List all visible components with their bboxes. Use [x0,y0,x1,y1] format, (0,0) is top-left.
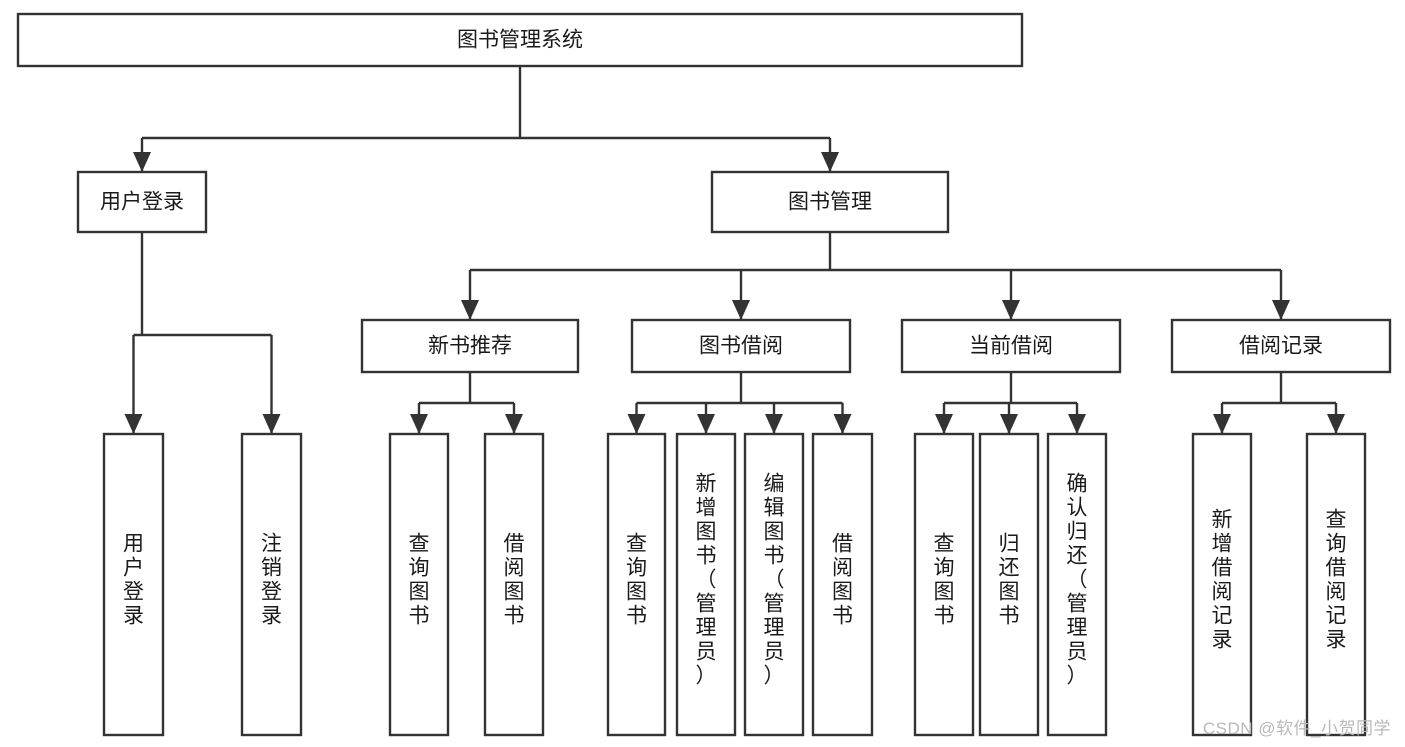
node-book-borrow-label: 图书借阅 [699,335,783,358]
node-book-manage[interactable]: 图书管理 [710,170,950,234]
arrow-down-icon-leaf-add-book [697,414,715,434]
arrow-down-icon-leaf-query-record [1327,414,1345,434]
node-leaf-borrow-book-1-rect [483,432,545,737]
node-new-book-recommend-label: 新书推荐 [428,335,512,358]
arrow-down-icon-leaf-edit-book [765,414,783,434]
node-borrow-record[interactable]: 借阅记录 [1170,318,1392,374]
arrow-down-icon-book-manage [821,152,839,172]
node-borrow-record-rect [1170,318,1392,374]
arrow-down-icon-leaf-return-book [1000,414,1018,434]
node-leaf-query-book-1[interactable]: 查询图书 [388,432,450,737]
node-leaf-query-book-2-rect [606,432,667,737]
arrow-down-icon-leaf-confirm-return [1068,414,1086,434]
node-root-label: 图书管理系统 [457,29,583,52]
node-leaf-add-book[interactable]: 新增图书（管理员） [675,432,737,737]
node-leaf-edit-book[interactable]: 编辑图书（管理员） [743,432,805,737]
csdn-watermark: CSDN @软件_小贺同学 [1202,719,1391,738]
arrow-down-icon-borrow-record [1272,300,1290,320]
node-leaf-edit-book-rect [743,432,805,737]
node-leaf-query-book-3[interactable]: 查询图书 [913,432,975,737]
node-book-manage-label: 图书管理 [788,191,872,214]
node-leaf-user-login[interactable]: 用户登录 [102,432,165,737]
node-leaf-user-logout-label: 注销登录 [261,533,282,628]
arrow-down-icon-leaf-query-book-1 [410,414,428,434]
node-current-borrow-label: 当前借阅 [969,335,1053,358]
node-leaf-confirm-return[interactable]: 确认归还（管理员） [1046,432,1108,737]
node-leaf-edit-book-label: 编辑图书（管理员） [764,473,785,688]
node-leaf-query-book-2-label: 查询图书 [626,533,647,628]
node-leaf-query-book-2[interactable]: 查询图书 [606,432,667,737]
node-leaf-add-book-label: 新增图书（管理员） [696,473,717,688]
node-leaf-query-record-rect [1305,432,1367,737]
node-book-manage-rect [710,170,950,234]
node-book-borrow-rect [630,318,852,374]
arrow-down-icon-leaf-borrow-book-2 [833,414,852,434]
arrow-down-icon-leaf-user-login [124,414,143,434]
node-leaf-confirm-return-rect [1046,432,1108,737]
node-book-borrow[interactable]: 图书借阅 [630,318,852,374]
node-new-book-recommend-rect [360,318,580,374]
node-leaf-user-login-label: 用户登录 [123,533,144,628]
node-leaf-query-book-3-rect [913,432,975,737]
node-leaf-query-book-3-label: 查询图书 [934,533,955,628]
arrow-down-icon-leaf-add-record [1213,414,1231,434]
node-leaf-query-book-1-rect [388,432,450,737]
node-leaf-user-logout[interactable]: 注销登录 [240,432,303,737]
node-user-login-label: 用户登录 [100,191,184,214]
node-leaf-add-record-rect [1191,432,1253,737]
node-leaf-add-record[interactable]: 新增借阅记录 [1191,432,1253,737]
node-leaf-borrow-book-2-rect [811,432,874,737]
node-leaf-return-book-rect [978,432,1040,737]
arrow-down-icon-leaf-borrow-book-1 [505,414,523,434]
node-leaf-query-record-label: 查询借阅记录 [1326,509,1347,652]
node-boxes: 图书管理系统用户登录图书管理新书推荐图书借阅当前借阅借阅记录用户登录注销登录查询… [16,12,1392,737]
node-leaf-user-logout-rect [240,432,303,737]
node-leaf-borrow-book-1-label: 借阅图书 [504,533,525,628]
node-user-login[interactable]: 用户登录 [76,170,208,234]
node-leaf-query-book-1-label: 查询图书 [409,533,430,628]
node-leaf-add-record-label: 新增借阅记录 [1212,509,1233,652]
node-leaf-return-book-label: 归还图书 [999,533,1020,628]
arrow-down-icon-user-login [133,152,151,172]
node-leaf-add-book-rect [675,432,737,737]
arrow-down-icon-leaf-query-book-3 [935,414,953,434]
node-new-book-recommend[interactable]: 新书推荐 [360,318,580,374]
node-leaf-return-book[interactable]: 归还图书 [978,432,1040,737]
node-leaf-borrow-book-2[interactable]: 借阅图书 [811,432,874,737]
node-leaf-confirm-return-label: 确认归还（管理员） [1067,473,1088,688]
node-current-borrow-rect [900,318,1122,374]
node-user-login-rect [76,170,208,234]
connector-lines [124,66,1345,434]
node-root-rect [16,12,1024,68]
node-current-borrow[interactable]: 当前借阅 [900,318,1122,374]
node-root[interactable]: 图书管理系统 [16,12,1024,68]
node-leaf-borrow-book-2-label: 借阅图书 [832,533,853,628]
node-leaf-query-record[interactable]: 查询借阅记录 [1305,432,1367,737]
arrow-down-icon-new-book-recommend [461,300,479,320]
node-leaf-borrow-book-1[interactable]: 借阅图书 [483,432,545,737]
arrow-down-icon-current-borrow [1002,300,1020,320]
node-borrow-record-label: 借阅记录 [1239,335,1323,358]
arrow-down-icon-leaf-query-book-2 [627,414,646,434]
arrow-down-icon-leaf-user-logout [262,414,281,434]
node-leaf-user-login-rect [102,432,165,737]
arrow-down-icon-book-borrow [732,300,750,320]
